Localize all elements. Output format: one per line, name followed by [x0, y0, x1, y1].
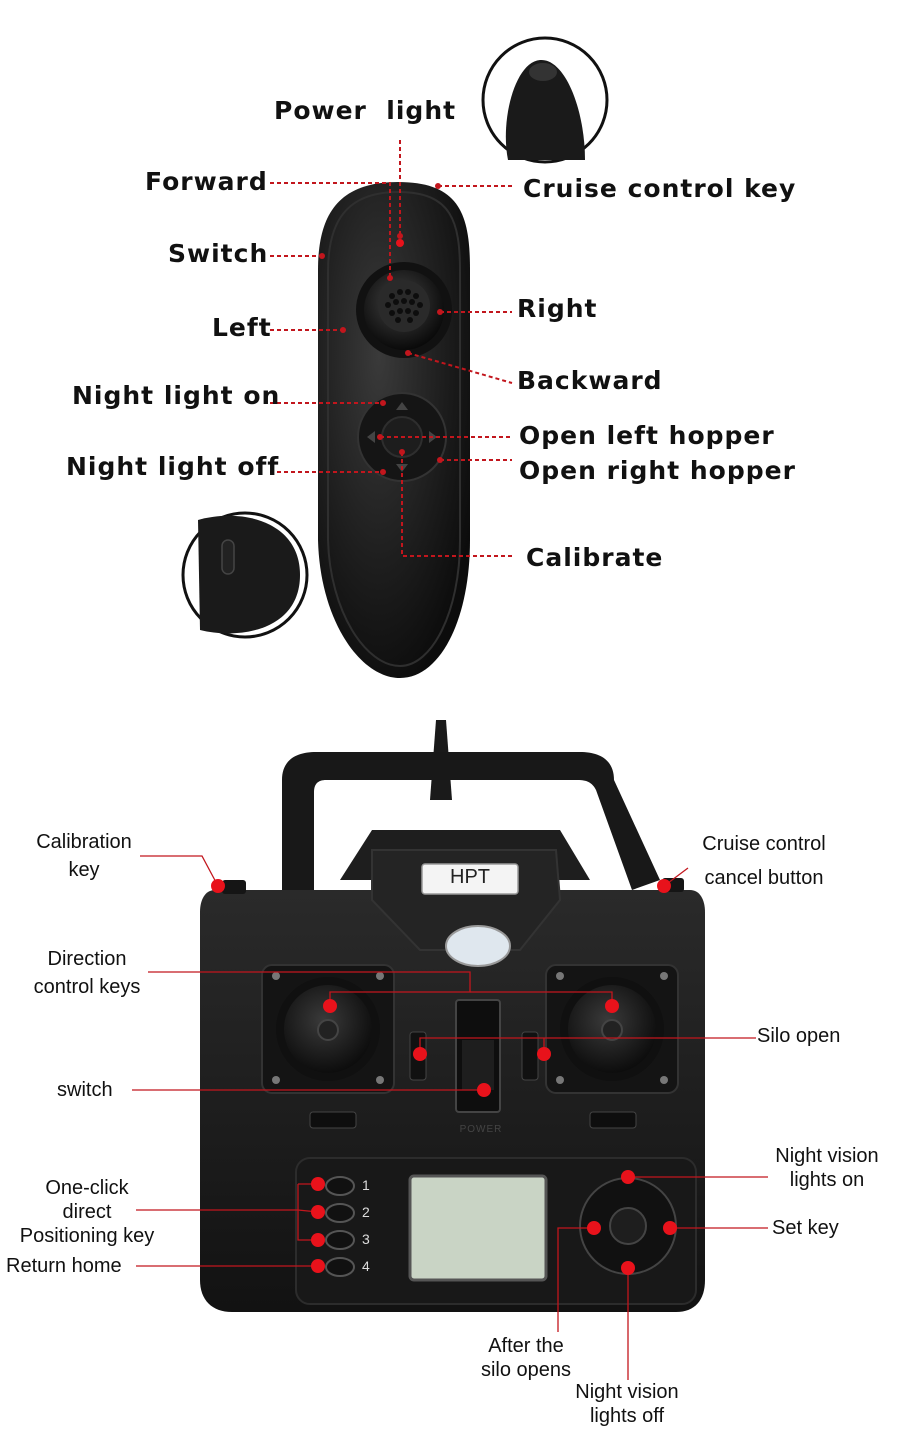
- label-night-off-line2: lights off: [589, 1405, 665, 1427]
- label-direction-line2: control keys: [33, 976, 141, 998]
- brand-label: HPT: [450, 866, 490, 888]
- label-backward: Backward: [517, 366, 663, 395]
- marker-after-silo: [587, 1221, 601, 1235]
- label-left: Left: [212, 313, 272, 342]
- label-night-light-on: Night light on: [72, 381, 281, 410]
- marker-key3: [311, 1233, 325, 1247]
- label-set-key: Set key: [772, 1217, 839, 1239]
- label-night-off-line1: Night vision: [575, 1381, 679, 1403]
- handle: [282, 752, 660, 900]
- power-led: [445, 925, 511, 967]
- label-switch: Switch: [168, 239, 269, 268]
- power-text: POWER: [459, 1124, 503, 1135]
- label-after-silo-line2: silo opens: [480, 1359, 572, 1381]
- label-cruise-cancel-line2: cancel button: [704, 867, 824, 889]
- marker-left-stick: [323, 999, 337, 1013]
- lcd-screen: [408, 1174, 548, 1282]
- marker-key2: [311, 1205, 325, 1219]
- label-night-light-off: Night light off: [66, 452, 280, 481]
- marker-silo-right: [537, 1047, 551, 1061]
- label-calibrate: Calibrate: [526, 543, 664, 572]
- power-light-led: [396, 239, 404, 247]
- label-one-click-line2: direct: [62, 1201, 112, 1223]
- label-open-left-hopper: Open left hopper: [519, 421, 775, 450]
- label-right: Right: [517, 294, 598, 323]
- marker-switch: [477, 1083, 491, 1097]
- label-one-click-positioning: One-click direct Positioning key: [10, 1176, 164, 1248]
- label-one-click-line3: Positioning key: [19, 1225, 155, 1247]
- brand-plate: [421, 863, 519, 895]
- label-cruise-cancel-line1: Cruise control: [702, 833, 826, 855]
- label-cruise-cancel: Cruise control cancel button: [686, 832, 842, 890]
- key-number-4: 4: [362, 1258, 370, 1274]
- marker-silo-left: [413, 1047, 427, 1061]
- key-number-2: 2: [362, 1204, 370, 1220]
- handheld-remote-illustration: [181, 36, 609, 678]
- marker-key1: [311, 1177, 325, 1191]
- label-one-click-line1: One-click: [45, 1177, 129, 1199]
- joystick-knob: [378, 280, 430, 332]
- marker-right-stick: [605, 999, 619, 1013]
- marker-night-off: [621, 1261, 635, 1275]
- label-direction-control-keys: Direction control keys: [22, 947, 152, 999]
- label-calibration-key-line1: Calibration: [36, 831, 132, 853]
- label-calibration-key: Calibration key: [22, 830, 146, 882]
- label-night-on-line1: Night vision: [775, 1145, 879, 1167]
- label-calibration-key-line2: key: [68, 859, 100, 881]
- key-number-3: 3: [362, 1231, 370, 1247]
- label-silo-open: Silo open: [757, 1025, 841, 1047]
- label-open-right-hopper: Open right hopper: [519, 456, 796, 485]
- label-night-vision-off: Night vision lights off: [564, 1380, 690, 1428]
- marker-night-on: [621, 1170, 635, 1184]
- marker-set-key: [663, 1221, 677, 1235]
- marker-calibration: [211, 879, 225, 893]
- label-forward: Forward: [145, 167, 268, 196]
- label-cruise-control-key: Cruise control key: [523, 174, 797, 203]
- key-number-1: 1: [362, 1177, 370, 1193]
- label-power-light: Power light: [274, 96, 457, 125]
- label-night-on-line2: lights on: [789, 1169, 865, 1191]
- label-return-home: Return home: [6, 1255, 122, 1277]
- label-switch-bottom: switch: [57, 1079, 113, 1101]
- marker-cruise-cancel: [657, 879, 671, 893]
- marker-key4: [311, 1259, 325, 1273]
- label-after-silo-line1: After the: [488, 1335, 564, 1357]
- label-direction-line1: Direction: [47, 948, 127, 970]
- label-after-silo-opens: After the silo opens: [466, 1334, 586, 1382]
- label-night-vision-on: Night vision lights on: [764, 1144, 890, 1192]
